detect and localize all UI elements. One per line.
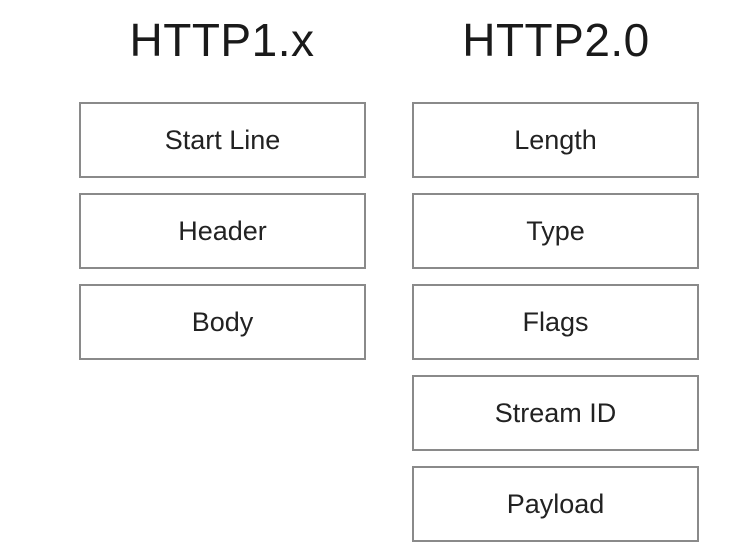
http2-field-type: Type: [412, 193, 699, 269]
http2-field-length: Length: [412, 102, 699, 178]
http1-field-body: Body: [79, 284, 366, 360]
http1-field-header: Header: [79, 193, 366, 269]
http1-field-start-line: Start Line: [79, 102, 366, 178]
http1-title: HTTP1.x: [129, 14, 315, 66]
http2-field-flags: Flags: [412, 284, 699, 360]
http2-field-payload: Payload: [412, 466, 699, 542]
http2-field-stream-id: Stream ID: [412, 375, 699, 451]
http1-frame-column: Start Line Header Body: [79, 102, 366, 375]
http2-title: HTTP2.0: [462, 14, 650, 66]
http2-frame-column: Length Type Flags Stream ID Payload: [412, 102, 699, 557]
